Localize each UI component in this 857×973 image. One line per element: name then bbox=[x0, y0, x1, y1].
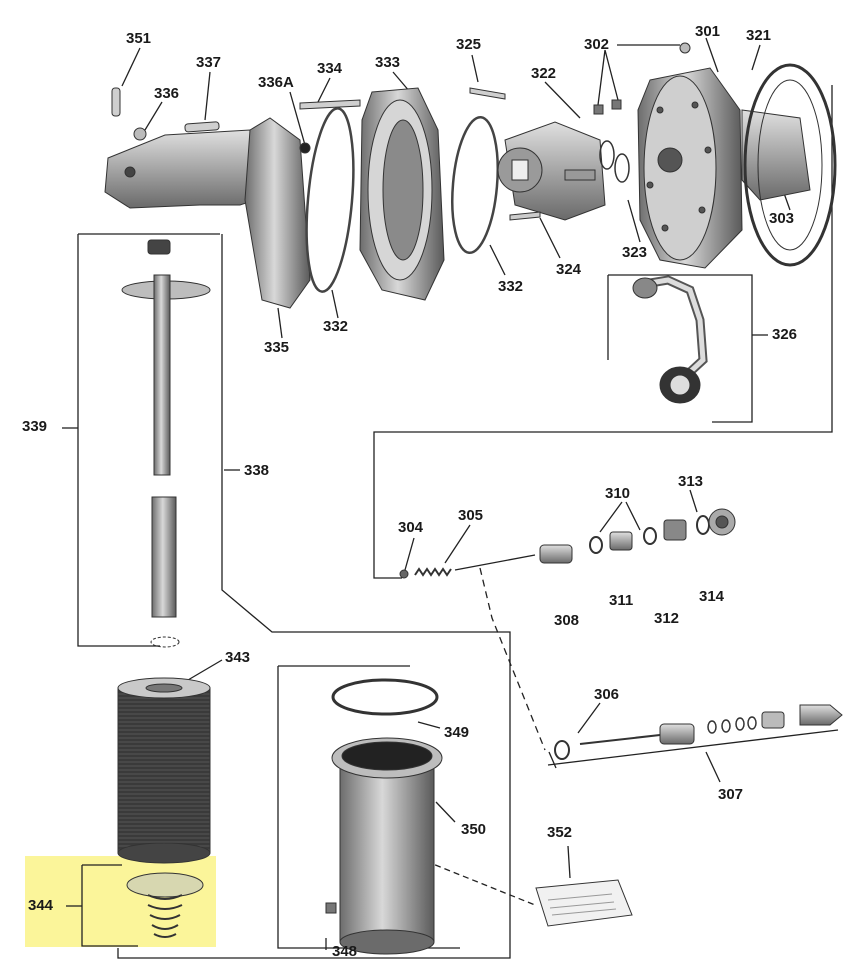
label-301: 301 bbox=[695, 23, 721, 40]
label-303: 303 bbox=[769, 210, 795, 227]
label-333: 333 bbox=[375, 54, 401, 71]
label-302: 302 bbox=[584, 36, 610, 53]
label-350: 350 bbox=[461, 821, 487, 838]
label-335: 335 bbox=[264, 339, 290, 356]
label-322: 322 bbox=[531, 65, 557, 82]
spring-assembly-344 bbox=[126, 872, 204, 938]
seal-323 bbox=[599, 140, 630, 183]
filter-343 bbox=[117, 677, 211, 864]
gasket-332-right bbox=[451, 115, 499, 255]
label-332-right: 332 bbox=[498, 278, 524, 295]
label-310: 310 bbox=[605, 485, 631, 502]
label-337: 337 bbox=[196, 54, 222, 71]
tube-assembly-326 bbox=[632, 275, 708, 404]
label-314: 314 bbox=[699, 588, 725, 605]
label-352: 352 bbox=[547, 824, 573, 841]
label-304: 304 bbox=[398, 519, 424, 536]
flange-301 bbox=[637, 67, 811, 269]
label-344: 344 bbox=[28, 897, 54, 914]
label-313: 313 bbox=[678, 473, 704, 490]
valve-assembly-307 bbox=[554, 704, 843, 760]
label-321: 321 bbox=[746, 27, 772, 44]
label-308: 308 bbox=[554, 612, 580, 629]
housing-335 bbox=[104, 117, 311, 309]
gasket-332-left bbox=[305, 107, 355, 293]
label-326: 326 bbox=[772, 326, 798, 343]
label-325: 325 bbox=[456, 36, 482, 53]
label-334: 334 bbox=[317, 60, 343, 77]
label-349: 349 bbox=[444, 724, 470, 741]
label-348: 348 bbox=[332, 943, 358, 960]
valve-parts-row bbox=[399, 508, 736, 579]
label-305: 305 bbox=[458, 507, 484, 524]
label-312: 312 bbox=[654, 610, 680, 627]
label-306: 306 bbox=[594, 686, 620, 703]
label-311: 311 bbox=[609, 592, 634, 609]
label-343: 343 bbox=[225, 649, 251, 666]
gasket-349 bbox=[331, 678, 439, 716]
label-323: 323 bbox=[622, 244, 648, 261]
label-351: 351 bbox=[126, 30, 152, 47]
label-336a: 336A bbox=[258, 74, 294, 91]
small-hardware bbox=[111, 42, 691, 154]
highlight-box-344 bbox=[25, 856, 216, 947]
bowl-350 bbox=[325, 737, 443, 955]
shaft-339 bbox=[121, 239, 211, 648]
label-324: 324 bbox=[556, 261, 582, 278]
adapter-333 bbox=[359, 87, 445, 301]
label-307: 307 bbox=[718, 786, 744, 803]
instruction-box-352 bbox=[535, 879, 633, 927]
label-338: 338 bbox=[244, 462, 270, 479]
label-336: 336 bbox=[154, 85, 180, 102]
label-332-left: 332 bbox=[323, 318, 349, 335]
label-339: 339 bbox=[22, 418, 48, 435]
leader-lines bbox=[62, 37, 839, 959]
gasket-321 bbox=[743, 63, 837, 267]
pump-322 bbox=[497, 121, 606, 221]
